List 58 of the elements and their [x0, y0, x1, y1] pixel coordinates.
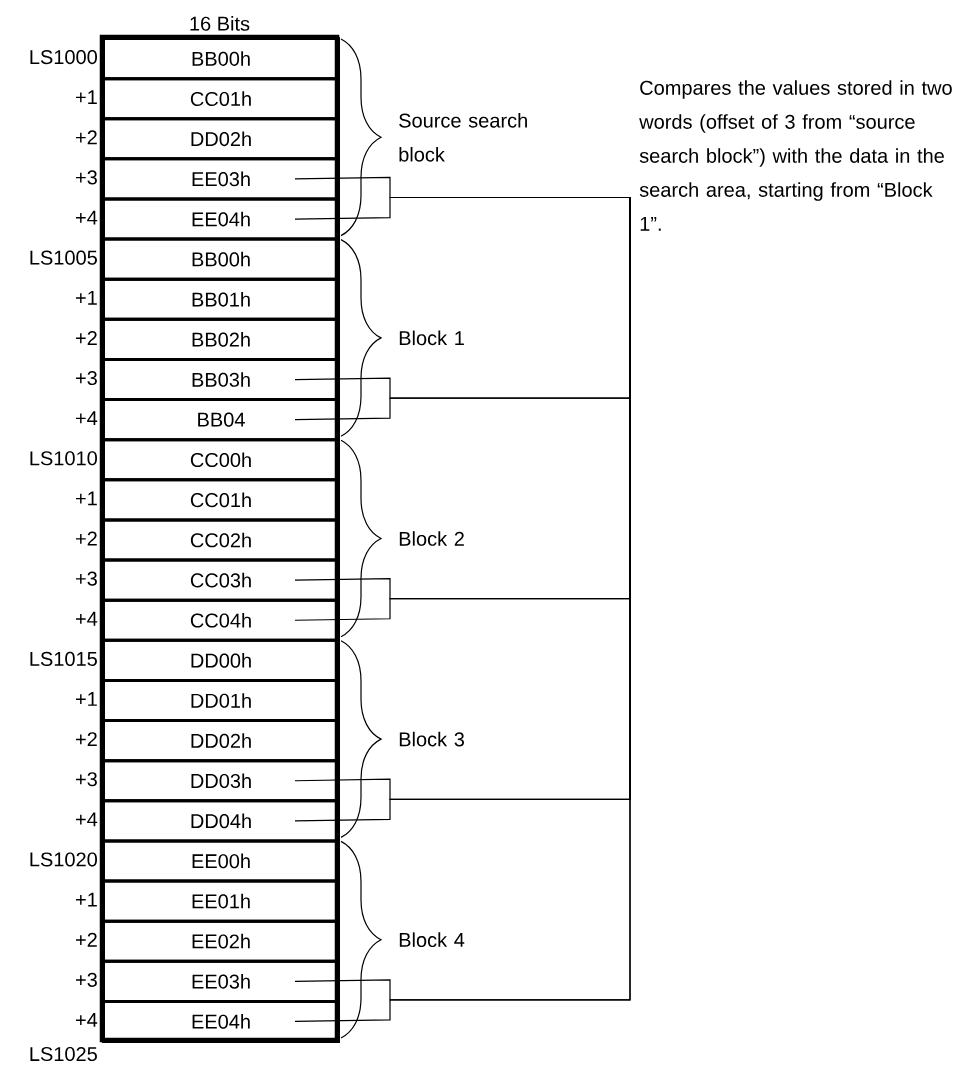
block-label: Source search block	[399, 112, 527, 162]
address-label: LS1010	[30, 451, 97, 466]
block-label: Block 4	[399, 932, 465, 948]
address-label: +2	[75, 531, 97, 546]
address-label: LS1005	[30, 250, 97, 265]
memory-cell: DD01h	[102, 678, 340, 723]
address-label: +3	[75, 571, 97, 586]
address-label: +1	[75, 892, 97, 907]
description-text: Compares the values stored in two words (offset of 3 from “source search block”) with the data in the search area, starting from “Block 1”.	[639, 80, 952, 231]
memory-cell: EE03h	[102, 157, 340, 201]
address-label: LS1000	[30, 50, 97, 65]
address-label: +3	[75, 170, 97, 185]
address-label: +4	[75, 210, 98, 225]
memory-cell: EE01h	[102, 879, 340, 923]
block-label: Block 2	[399, 531, 464, 546]
memory-cell: DD04h	[102, 799, 340, 843]
memory-cell: BB02h	[102, 317, 340, 361]
memory-cell: DD02h	[102, 117, 340, 161]
address-label: +2	[75, 932, 97, 947]
address-label: +1	[75, 491, 97, 506]
address-label: +1	[75, 692, 97, 706]
memory-cell: CC01h	[102, 478, 340, 522]
address-label: +4	[75, 411, 98, 426]
address-label: LS1025	[30, 1046, 97, 1062]
address-label: +4	[75, 611, 98, 626]
address-label: +3	[75, 370, 97, 386]
memory-cell: BB03h	[102, 357, 340, 402]
memory-cell: BB00h	[102, 37, 340, 81]
address-label: +2	[75, 130, 97, 145]
address-label: +3	[75, 972, 97, 987]
memory-cell: BB04	[102, 398, 340, 442]
header-text: 16 Bits	[190, 16, 250, 31]
memory-cell: EE02h	[102, 919, 340, 963]
address-label: +2	[75, 330, 97, 345]
memory-cell: EE04h	[102, 999, 340, 1043]
memory-cell: CC04h	[102, 598, 340, 642]
memory-cell: CC02h	[102, 518, 340, 562]
address-label: +2	[75, 732, 97, 747]
memory-cell: EE04h	[102, 197, 340, 241]
memory-cell: BB01h	[102, 277, 340, 321]
address-label: +3	[75, 772, 97, 787]
address-label: LS1015	[30, 651, 97, 666]
memory-cell: BB00h	[102, 237, 340, 281]
memory-cell: EE03h	[102, 959, 340, 1003]
address-label: +4	[75, 812, 98, 827]
memory-cell: DD03h	[102, 759, 340, 803]
address-label: LS1020	[30, 852, 97, 867]
address-label: +4	[75, 1013, 98, 1027]
memory-cell: DD02h	[102, 719, 340, 763]
memory-cell: CC01h	[102, 77, 340, 121]
memory-cell: EE00h	[102, 839, 340, 883]
memory-cell: CC03h	[102, 558, 340, 602]
block-label: Block 3	[399, 731, 464, 747]
memory-cell: CC00h	[102, 438, 340, 482]
address-label: +1	[75, 90, 97, 105]
block-label: Block 1	[399, 330, 464, 346]
memory-cell: DD00h	[102, 638, 340, 682]
address-label: +1	[75, 290, 97, 305]
